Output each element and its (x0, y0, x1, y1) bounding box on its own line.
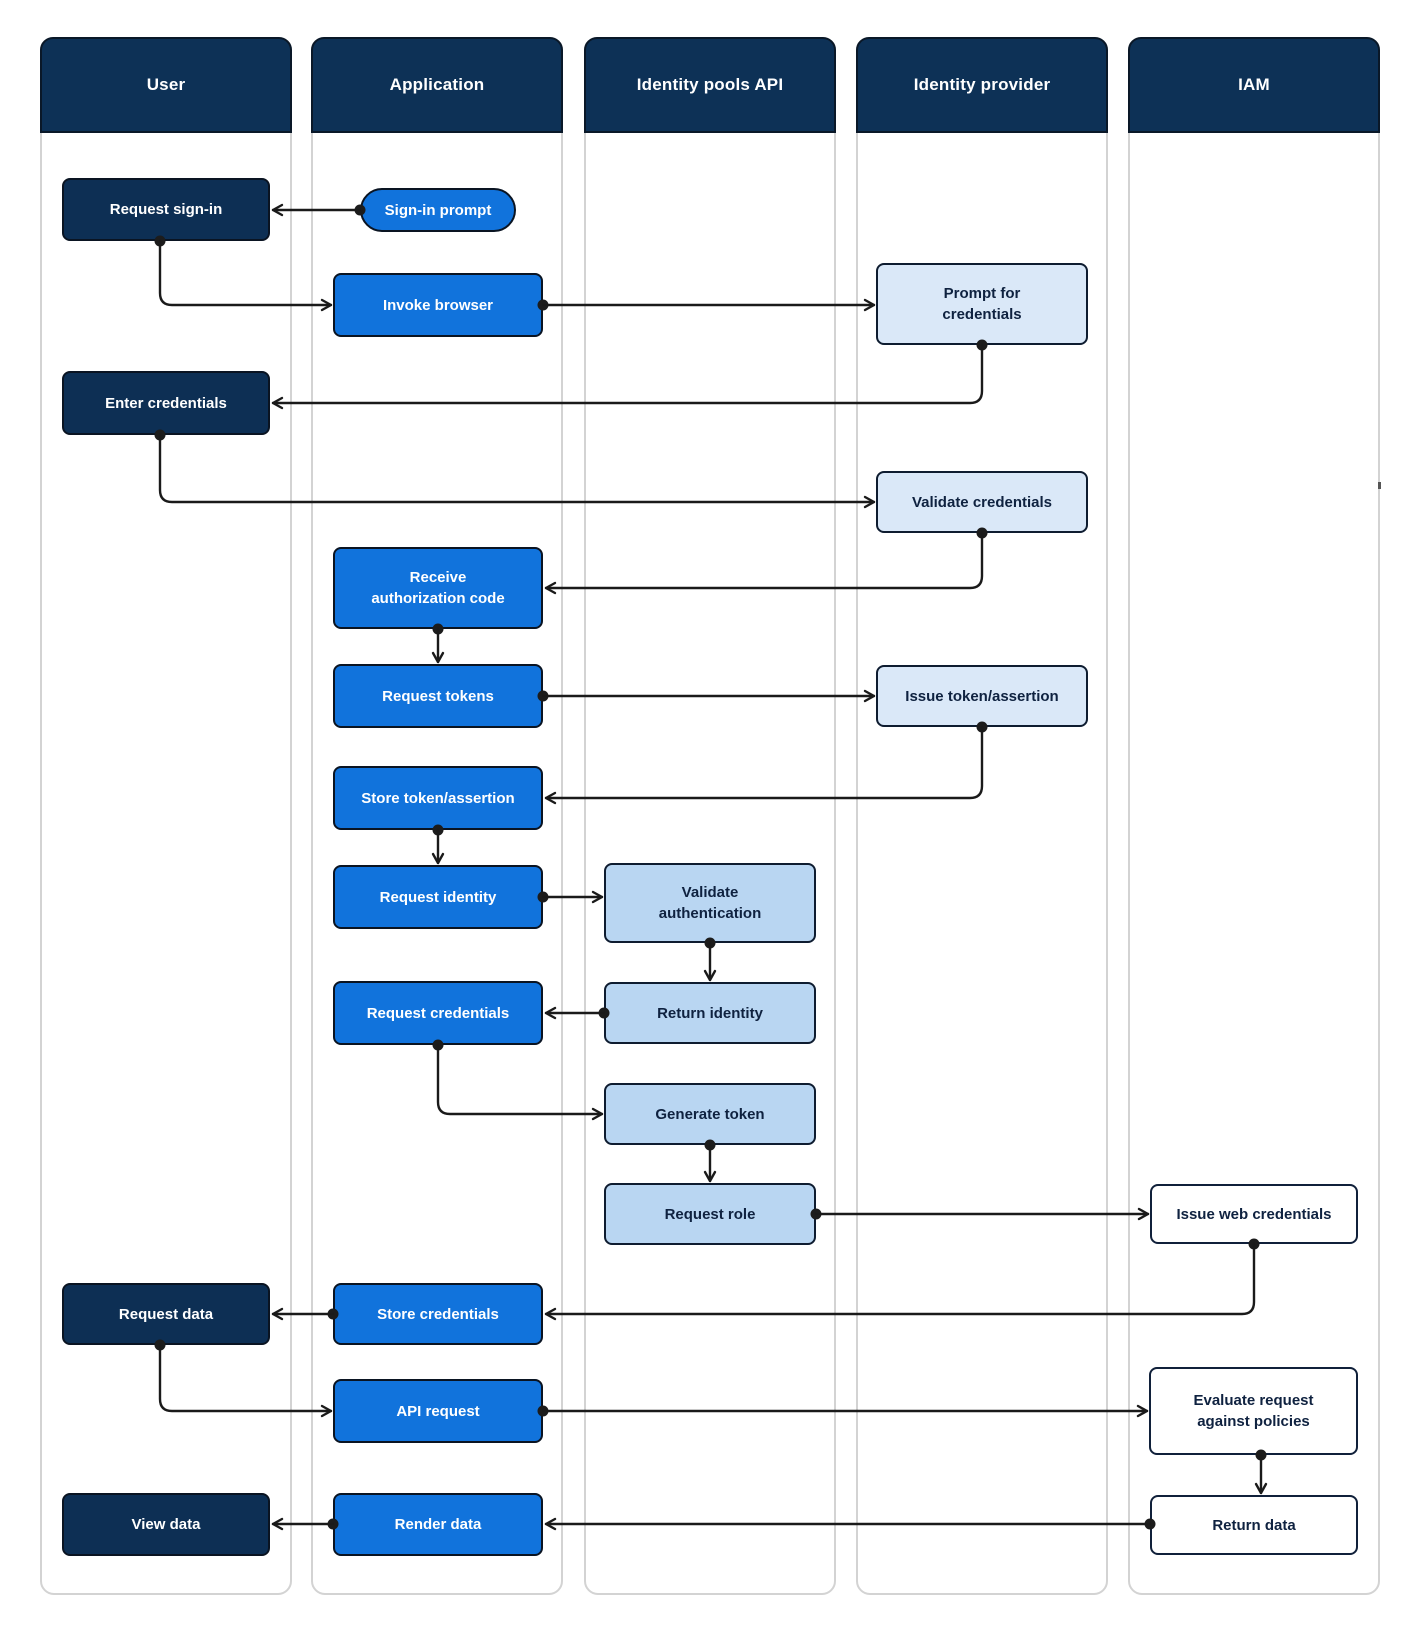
node-label: Enter credentials (105, 394, 227, 412)
node-label: Validate credentials (911, 493, 1053, 511)
lane-iam: IAM (1128, 37, 1380, 1595)
node-label: Request identity (379, 888, 497, 906)
node-label: Request data (118, 1305, 214, 1323)
lane-title-application: Application (389, 75, 485, 94)
node-receive-authorization-code: Receive authorization code (333, 547, 543, 629)
node-label: Receive authorization code (371, 569, 505, 607)
node-label: Render data (394, 1516, 482, 1533)
node-view-data: View data (62, 1493, 270, 1556)
node-invoke-browser: Invoke browser (333, 273, 543, 337)
node-request-credentials: Request credentials (333, 981, 543, 1045)
lane-title-identity-pools-api: Identity pools API (636, 75, 784, 94)
node-label: Generate token (655, 1105, 765, 1123)
lane-title-identity-provider: Identity provider (913, 75, 1051, 94)
node-evaluate-request-against-policies: Evaluate request against policies (1149, 1367, 1358, 1455)
node-label: API request (396, 1402, 480, 1420)
node-label: Issue web credentials (1176, 1205, 1332, 1223)
node-request-data: Request data (62, 1283, 270, 1345)
node-return-identity: Return identity (604, 982, 816, 1044)
node-enter-credentials: Enter credentials (62, 371, 270, 435)
lane-header-iam: IAM (1128, 37, 1380, 133)
node-label: Evaluate request against policies (1193, 1392, 1314, 1430)
node-store-token-assertion: Store token/assertion (333, 766, 543, 830)
node-request-identity: Request identity (333, 865, 543, 929)
node-label: Store credentials (377, 1305, 499, 1323)
node-api-request: API request (333, 1379, 543, 1443)
node-label: Request role (664, 1205, 756, 1223)
node-label: View data (131, 1516, 201, 1533)
lane-title-iam: IAM (1238, 75, 1270, 94)
node-store-credentials: Store credentials (333, 1283, 543, 1345)
node-label: Return data (1212, 1516, 1296, 1534)
node-label: Request tokens (382, 687, 494, 705)
node-request-sign-in: Request sign-in (62, 178, 270, 241)
node-request-tokens: Request tokens (333, 664, 543, 728)
lane-header-application: Application (311, 37, 563, 133)
stray-mark (1378, 482, 1381, 489)
node-return-data: Return data (1150, 1495, 1358, 1555)
node-label: Invoke browser (382, 296, 494, 314)
node-label: Sign-in prompt (384, 201, 492, 219)
node-validate-credentials: Validate credentials (876, 471, 1088, 533)
node-issue-web-credentials: Issue web credentials (1150, 1184, 1358, 1244)
node-sign-in-prompt: Sign-in prompt (360, 188, 516, 232)
lane-header-identity-provider: Identity provider (856, 37, 1108, 133)
node-render-data: Render data (333, 1493, 543, 1556)
node-label: Issue token/assertion (905, 687, 1059, 705)
lane-title-user: User (146, 75, 186, 94)
node-generate-token: Generate token (604, 1083, 816, 1145)
node-label: Request credentials (366, 1004, 510, 1022)
node-label: Store token/assertion (361, 789, 515, 807)
node-issue-token-assertion: Issue token/assertion (876, 665, 1088, 727)
node-request-role: Request role (604, 1183, 816, 1245)
node-label: Request sign-in (109, 201, 223, 218)
lane-identity-pools-api: Identity pools API (584, 37, 836, 1595)
lane-user: User (40, 37, 292, 1595)
lane-header-user: User (40, 37, 292, 133)
node-label: Prompt for credentials (942, 285, 1022, 323)
node-label: Validate authentication (658, 884, 762, 922)
node-validate-authentication: Validate authentication (604, 863, 816, 943)
node-prompt-for-credentials: Prompt for credentials (876, 263, 1088, 345)
node-label: Return identity (657, 1004, 763, 1022)
lane-header-identity-pools-api: Identity pools API (584, 37, 836, 133)
